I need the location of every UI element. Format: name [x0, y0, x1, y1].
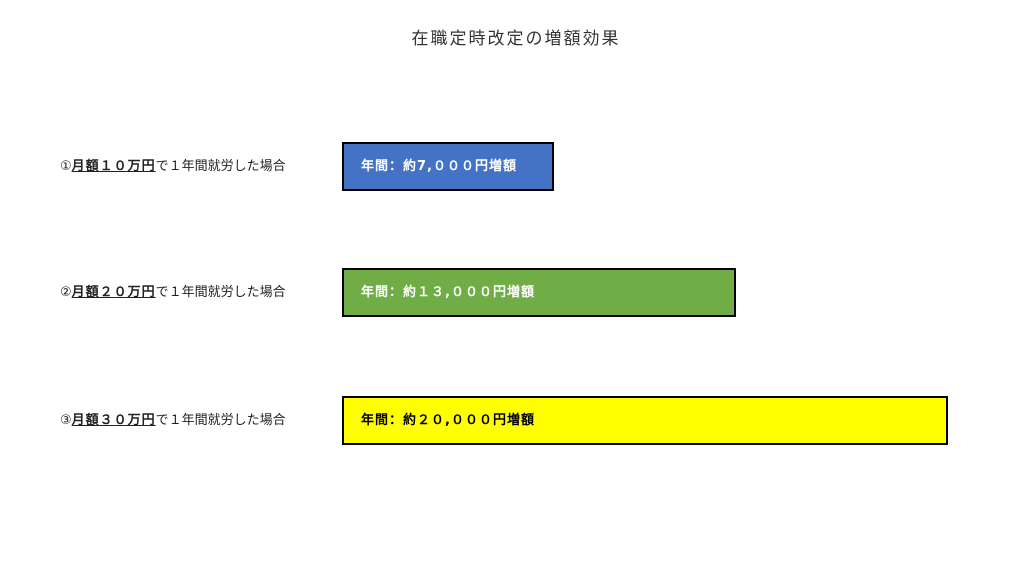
row-label-1: ①月額１０万円で１年間就労した場合 [60, 157, 286, 177]
row-marker: ② [60, 284, 72, 300]
bar-2: 年間：約１３,０００円増額 [342, 268, 736, 317]
row-label-3: ③月額３０万円で１年間就労した場合 [60, 411, 286, 431]
row-suffix: で１年間就労した場合 [155, 158, 286, 174]
row-suffix: で１年間就労した場合 [155, 412, 286, 428]
row-emphasis: 月額３０万円 [71, 412, 156, 428]
bar-3: 年間：約２０,０００円増額 [342, 396, 948, 445]
row-suffix: で１年間就労した場合 [155, 284, 286, 300]
row-label-2: ②月額２０万円で１年間就労した場合 [60, 283, 286, 303]
bar-label-3: 年間：約２０,０００円増額 [361, 413, 535, 428]
row-marker: ③ [60, 412, 72, 428]
row-emphasis: 月額２０万円 [71, 284, 156, 300]
bar-label-2: 年間：約１３,０００円増額 [361, 285, 535, 300]
bar-label-1: 年間：約7,０００円増額 [361, 159, 517, 174]
bar-1: 年間：約7,０００円増額 [342, 142, 554, 191]
row-marker: ① [60, 158, 72, 174]
row-emphasis: 月額１０万円 [71, 158, 156, 174]
chart-title: 在職定時改定の増額効果 [411, 29, 621, 49]
